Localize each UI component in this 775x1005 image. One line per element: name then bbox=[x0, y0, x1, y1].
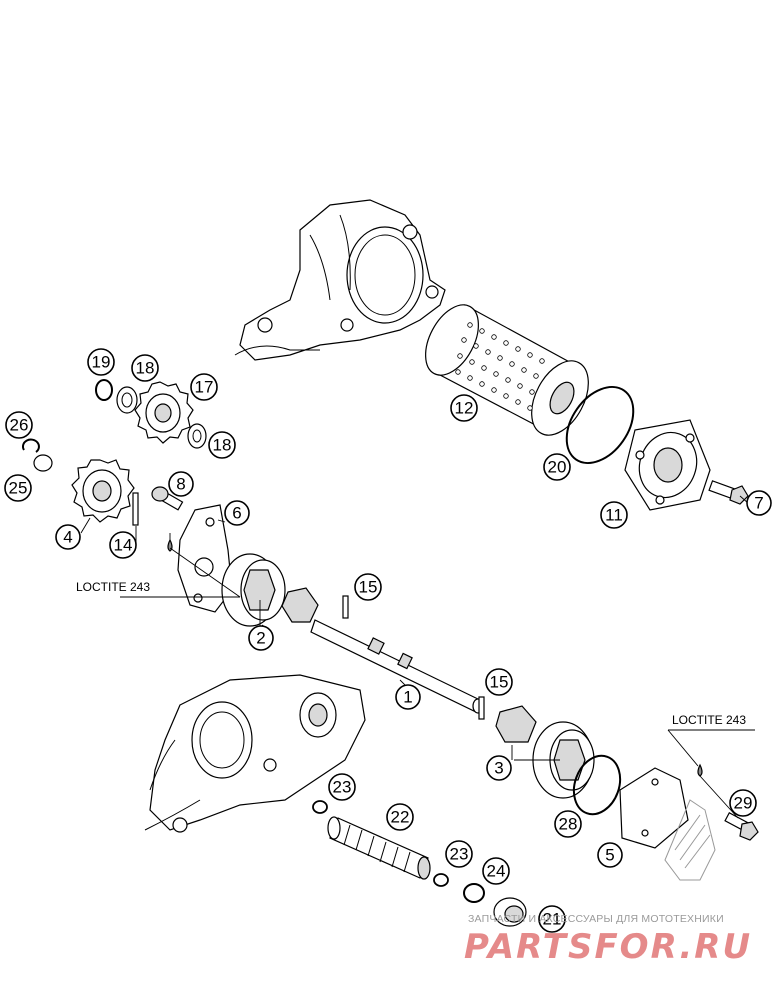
bolt-29 bbox=[724, 812, 759, 841]
callout-label: 18 bbox=[213, 436, 232, 455]
callout-18-lower: 18 bbox=[208, 431, 236, 459]
callout-19: 19 bbox=[87, 348, 115, 376]
callout-label: 14 bbox=[114, 536, 133, 555]
callout-label: 3 bbox=[494, 759, 503, 778]
oil-screen-22 bbox=[327, 816, 431, 880]
callout-label: 2 bbox=[256, 629, 265, 648]
callout-22: 22 bbox=[386, 803, 414, 831]
callout-8: 8 bbox=[168, 471, 194, 497]
callout-label: 7 bbox=[754, 494, 763, 513]
crankcase-section-bottom bbox=[144, 674, 366, 833]
screw-8 bbox=[151, 486, 184, 511]
callout-label: 24 bbox=[487, 862, 506, 881]
callout-label: 11 bbox=[605, 506, 623, 525]
callout-15-lower: 15 bbox=[485, 668, 513, 696]
washer-25 bbox=[33, 454, 53, 472]
filter-cover bbox=[624, 419, 711, 511]
callout-label: 5 bbox=[605, 846, 614, 865]
callout-5: 5 bbox=[597, 842, 623, 868]
callout-6: 6 bbox=[224, 500, 250, 526]
callout-label: 29 bbox=[734, 794, 753, 813]
loctite-note-left: LOCTITE 243 bbox=[76, 580, 150, 594]
callout-28: 28 bbox=[554, 810, 582, 838]
callout-label: 28 bbox=[559, 815, 578, 834]
o-ring-23-right bbox=[433, 873, 449, 887]
callout-23-left: 23 bbox=[328, 773, 356, 801]
callout-15-upper: 15 bbox=[354, 573, 382, 601]
callout-20: 20 bbox=[543, 453, 571, 481]
callout-label: 23 bbox=[450, 845, 469, 864]
dowel-pin-14 bbox=[132, 492, 139, 526]
callout-label: 4 bbox=[63, 528, 72, 547]
oil-pump-gear-17 bbox=[134, 381, 194, 444]
filter-cover-bolt bbox=[708, 480, 749, 505]
pump-cover-5 bbox=[619, 767, 689, 849]
o-ring-24 bbox=[463, 883, 485, 903]
callout-label: 8 bbox=[176, 475, 185, 494]
callout-1: 1 bbox=[395, 684, 421, 710]
loctite-drop-right bbox=[697, 763, 703, 777]
callout-21: 21 bbox=[538, 905, 566, 933]
callout-25: 25 bbox=[4, 474, 32, 502]
callout-label: 15 bbox=[490, 673, 509, 692]
callout-17: 17 bbox=[190, 373, 218, 401]
callout-7: 7 bbox=[746, 490, 772, 516]
callout-12: 12 bbox=[450, 394, 478, 422]
watermark-brand: PARTSFOR.RU bbox=[464, 927, 752, 967]
callout-label: 1 bbox=[403, 688, 412, 707]
drain-plug-21 bbox=[493, 897, 527, 927]
callout-3: 3 bbox=[486, 755, 512, 781]
callout-label: 6 bbox=[232, 504, 241, 523]
callout-18-upper: 18 bbox=[131, 354, 159, 382]
callout-label: 26 bbox=[10, 416, 29, 435]
loctite-note-right: LOCTITE 243 bbox=[672, 713, 746, 727]
callout-label: 19 bbox=[92, 353, 111, 372]
rotor-outer-2 bbox=[221, 553, 286, 627]
callout-14: 14 bbox=[109, 531, 137, 559]
callout-label: 15 bbox=[359, 578, 378, 597]
circlip-19 bbox=[95, 379, 113, 401]
watermark: ЗАПЧАСТИ И АКСЕССУАРЫ ДЛЯ МОТОТЕХНИКИ PA… bbox=[464, 913, 752, 967]
callout-2: 2 bbox=[248, 625, 274, 651]
engine-case-fragment-right bbox=[664, 799, 716, 881]
pin-15-upper bbox=[342, 595, 349, 619]
washer-18-lower bbox=[187, 423, 207, 449]
callout-24: 24 bbox=[482, 857, 510, 885]
washer-18-upper bbox=[116, 386, 138, 414]
callout-label: 18 bbox=[136, 359, 155, 378]
pin-15-lower bbox=[478, 696, 485, 720]
o-ring-23-left bbox=[312, 800, 328, 814]
callout-label: 25 bbox=[9, 479, 28, 498]
callout-29: 29 bbox=[729, 789, 757, 817]
callout-label: 12 bbox=[455, 399, 474, 418]
callout-11: 11 bbox=[600, 501, 628, 529]
callout-4: 4 bbox=[55, 524, 81, 550]
o-ring-filter-cover bbox=[565, 386, 635, 464]
callout-label: 23 bbox=[333, 778, 352, 797]
leader-lines bbox=[80, 495, 755, 819]
callout-label: 20 bbox=[548, 458, 567, 477]
callout-label: 21 bbox=[543, 910, 562, 929]
rotor-inner-2 bbox=[281, 587, 319, 623]
callout-26: 26 bbox=[5, 411, 33, 439]
watermark-tagline: ЗАПЧАСТИ И АКСЕССУАРЫ ДЛЯ МОТОТЕХНИКИ bbox=[468, 913, 724, 925]
crankcase-section-top bbox=[234, 199, 446, 361]
callout-label: 17 bbox=[195, 378, 214, 397]
o-ring-28 bbox=[572, 754, 622, 816]
rotor-inner-3 bbox=[495, 705, 537, 743]
circlip-26 bbox=[21, 438, 40, 453]
callout-23-right: 23 bbox=[445, 840, 473, 868]
pump-cover-6 bbox=[177, 504, 233, 613]
rotor-outer-3 bbox=[532, 721, 595, 799]
oil-filter bbox=[425, 304, 589, 436]
callout-label: 22 bbox=[391, 808, 410, 827]
oil-pump-gear-4 bbox=[71, 459, 135, 523]
